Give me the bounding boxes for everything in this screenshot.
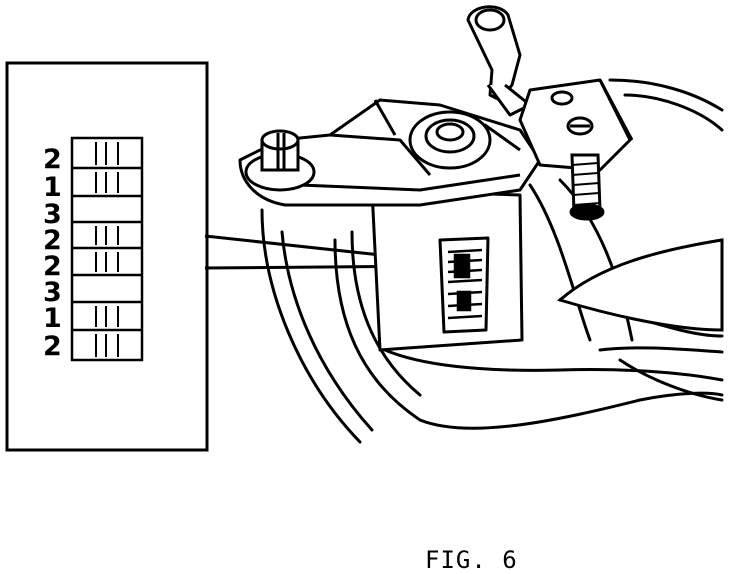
wafer-stack bbox=[70, 136, 144, 362]
figure-caption: FIG. 6 bbox=[425, 546, 518, 574]
code-digit: 1 bbox=[43, 303, 62, 334]
code-digit: 3 bbox=[43, 277, 62, 308]
code-digit: 2 bbox=[43, 251, 62, 282]
threaded-stud bbox=[569, 153, 605, 221]
left-post bbox=[244, 129, 316, 192]
upper-link bbox=[466, 5, 532, 117]
code-digit: 2 bbox=[43, 144, 62, 175]
code-digit: 2 bbox=[43, 225, 62, 256]
shadow-wedge bbox=[556, 238, 724, 332]
housing-outline bbox=[260, 78, 724, 444]
cylinder-body bbox=[370, 188, 524, 352]
cylinder-wafers bbox=[447, 248, 483, 320]
code-digit: 2 bbox=[43, 331, 62, 362]
code-digit: 3 bbox=[43, 199, 62, 230]
code-digit-column: 2 1 3 2 2 3 1 2 bbox=[43, 144, 62, 362]
code-digit: 1 bbox=[43, 172, 62, 203]
pivot-nut bbox=[408, 110, 492, 170]
